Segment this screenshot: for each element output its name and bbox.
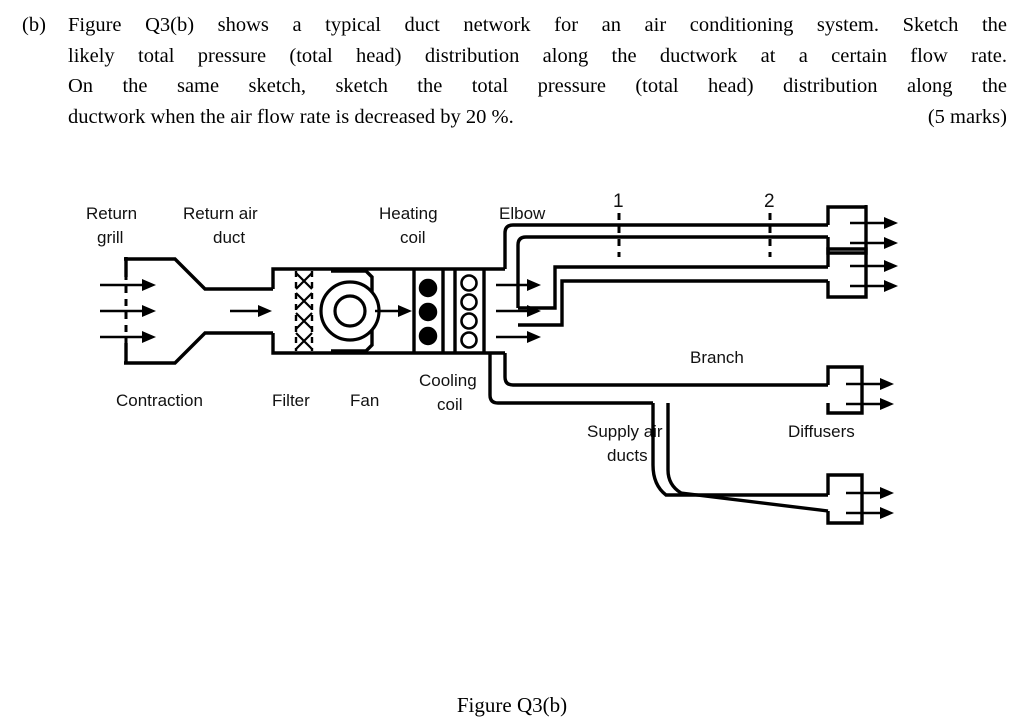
question-label: (b) xyxy=(22,14,46,36)
cooling-coil xyxy=(453,269,486,353)
label-branch: Branch xyxy=(690,348,744,367)
label-supply-air-ducts-line2: ducts xyxy=(607,446,648,465)
return-grill-arrows xyxy=(100,279,156,343)
figure-duct-network: Return grill Return air duct Heating coi… xyxy=(0,165,1024,717)
label-contraction: Contraction xyxy=(116,391,203,410)
label-elbow: Elbow xyxy=(499,204,546,223)
diffuser-4-arrows xyxy=(846,487,894,519)
section-marker-1-label: 1 xyxy=(613,191,624,212)
fan-hub xyxy=(333,294,367,328)
question-text: Figure Q3(b) shows a typical duct networ… xyxy=(68,10,1007,132)
label-cooling-coil-line1: Cooling xyxy=(419,371,477,390)
cooling-coil-element xyxy=(460,293,478,311)
diffuser-4 xyxy=(826,473,894,525)
document-page: (b) Figure Q3(b) shows a typical duct ne… xyxy=(0,10,1024,717)
label-fan: Fan xyxy=(350,391,379,410)
middle-supply-duct xyxy=(518,265,828,327)
section-marker-2-label: 2 xyxy=(764,191,775,212)
label-supply-air-ducts-line1: Supply air xyxy=(587,422,663,441)
diffuser-1-arrows xyxy=(850,217,898,249)
heating-coil xyxy=(412,269,445,353)
question-line-4: ductwork when the air flow rate is decre… xyxy=(68,102,1007,133)
diffuser-2 xyxy=(826,247,898,299)
diffuser-2-arrows xyxy=(850,260,898,292)
air-handling-unit-casing xyxy=(271,267,505,355)
question-line-3: On the same sketch, sketch the total pre… xyxy=(68,75,1007,97)
cooling-coil-element xyxy=(460,331,478,349)
heating-coil-element xyxy=(418,302,438,322)
return-grill xyxy=(100,257,156,363)
label-cooling-coil-line2: coil xyxy=(437,395,463,414)
label-heating-coil-line1: Heating xyxy=(379,204,438,223)
label-diffusers: Diffusers xyxy=(788,422,855,441)
cooling-coil-element xyxy=(460,312,478,330)
label-return-grill-line2: grill xyxy=(97,228,123,247)
fan xyxy=(319,269,412,353)
filter-mesh xyxy=(295,272,313,350)
label-return-air-duct-line2: duct xyxy=(213,228,245,247)
question-line-2: likely total pressure (total head) distr… xyxy=(68,44,1007,67)
branch-downtake xyxy=(488,353,828,405)
marks-allocation: (5 marks) xyxy=(927,105,1007,128)
filter xyxy=(294,271,314,351)
question-block: (b) Figure Q3(b) shows a typical duct ne… xyxy=(22,10,1007,132)
figure-caption: Figure Q3(b) xyxy=(456,693,568,717)
question-line-1: Figure Q3(b) shows a typical duct networ… xyxy=(68,14,1007,36)
label-heating-coil-line2: coil xyxy=(400,228,426,247)
label-return-grill-line1: Return xyxy=(86,204,137,223)
diffuser-3-arrows xyxy=(846,378,894,410)
label-filter: Filter xyxy=(272,391,310,410)
label-return-air-duct-line1: Return air xyxy=(183,204,258,223)
heating-coil-element xyxy=(418,326,438,346)
cooling-coil-element xyxy=(460,274,478,292)
lower-supply-air-duct xyxy=(651,403,829,513)
question-line-4-text: ductwork when the air flow rate is decre… xyxy=(68,105,514,128)
elbow-upper-supply-duct xyxy=(503,223,828,308)
diffuser-3 xyxy=(826,365,894,415)
heating-coil-element xyxy=(418,278,438,298)
contraction-and-return-air-duct xyxy=(124,257,273,365)
